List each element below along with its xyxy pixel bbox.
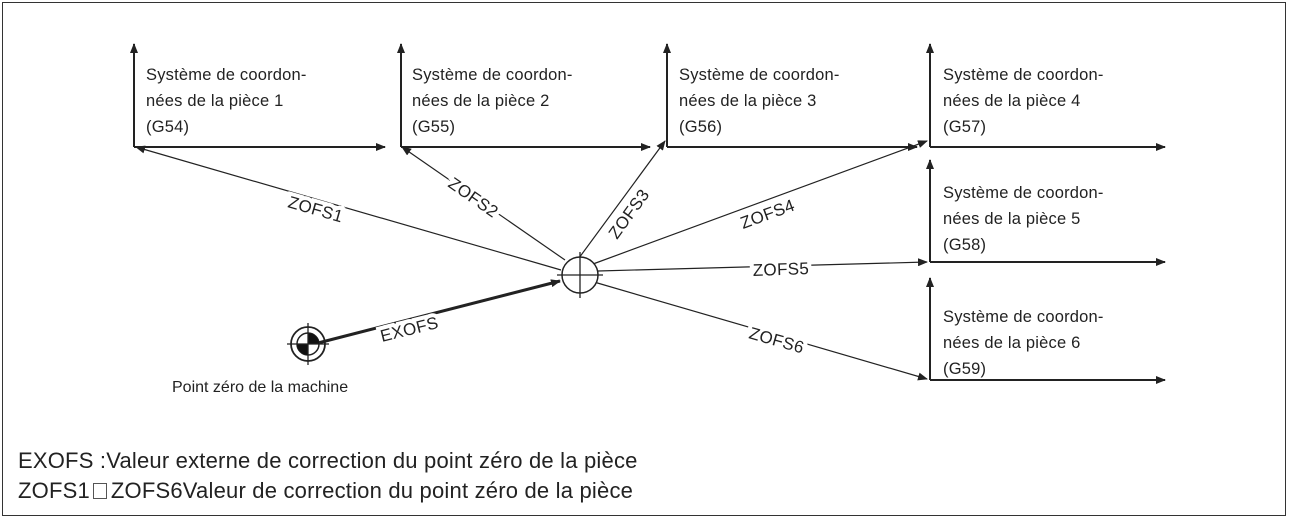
cs3-label-line2: nées de la pièce 3	[679, 92, 817, 110]
cs4-label-line1: Système de coordon-	[943, 66, 1104, 84]
zofs1-arrow	[135, 145, 562, 271]
cs1-label-line3: (G54)	[146, 118, 189, 136]
workpiece-coordinate-system-2: Système de coordon- nées de la pièce 2 (…	[397, 43, 651, 151]
zofs5-label: ZOFS5	[752, 259, 809, 280]
cs1-label-line1: Système de coordon-	[146, 66, 307, 84]
cs3-label-line3: (G56)	[679, 118, 722, 136]
zofs3-arrow	[578, 140, 666, 259]
cs2-label-line1: Système de coordon-	[412, 66, 573, 84]
zofs4-label: ZOFS4	[738, 196, 797, 233]
zofs3-label: ZOFS3	[605, 186, 653, 243]
coordinate-offset-diagram: Système de coordon- nées de la pièce 1 (…	[130, 43, 1166, 396]
cs4-label-line2: nées de la pièce 4	[943, 92, 1081, 110]
zofs2-arrow	[401, 146, 566, 261]
cs2-label-line2: nées de la pièce 2	[412, 92, 550, 110]
zofs5-arrow	[597, 258, 928, 272]
cs6-label-line1: Système de coordon-	[943, 308, 1104, 326]
legend-exofs: EXOFS :Valeur externe de correction du p…	[18, 448, 638, 473]
legend-zofs: ZOFS1 ZOFS6Valeur de correction du point …	[18, 478, 633, 504]
external-origin-symbol	[557, 252, 603, 298]
cs4-label-line3: (G57)	[943, 118, 986, 136]
cs1-label-line2: nées de la pièce 1	[146, 92, 284, 110]
workpiece-coordinate-system-1: Système de coordon- nées de la pièce 1 (…	[130, 43, 386, 151]
range-separator-icon	[92, 483, 107, 499]
cs6-label-line3: (G59)	[943, 360, 986, 378]
cs2-label-line3: (G55)	[412, 118, 455, 136]
workpiece-coordinate-system-5: Système de coordon- nées de la pièce 5 (…	[926, 159, 1166, 266]
zofs4-arrow	[592, 140, 928, 265]
zofs6-arrow	[593, 281, 928, 381]
zofs1-label: ZOFS1	[286, 193, 345, 227]
cs5-label-line1: Système de coordon-	[943, 184, 1104, 202]
machine-zero-symbol	[287, 323, 329, 365]
cs5-label-line2: nées de la pièce 5	[943, 210, 1081, 228]
workpiece-coordinate-system-6: Système de coordon- nées de la pièce 6 (…	[926, 277, 1166, 384]
cs5-label-line3: (G58)	[943, 236, 986, 254]
workpiece-coordinate-system-4: Système de coordon- nées de la pièce 4 (…	[926, 43, 1166, 151]
exofs-arrow	[317, 279, 561, 345]
zofs6-label: ZOFS6	[747, 324, 806, 358]
zofs2-label: ZOFS2	[445, 174, 502, 222]
legend-zofs-end: ZOFS6Valeur de correction du point zéro …	[110, 478, 634, 503]
machine-zero-label: Point zéro de la machine	[172, 379, 348, 396]
cs6-label-line2: nées de la pièce 6	[943, 334, 1081, 352]
legend-zofs-start: ZOFS1	[18, 478, 90, 503]
cs3-label-line1: Système de coordon-	[679, 66, 840, 84]
workpiece-coordinate-system-3: Système de coordon- nées de la pièce 3 (…	[663, 43, 918, 151]
